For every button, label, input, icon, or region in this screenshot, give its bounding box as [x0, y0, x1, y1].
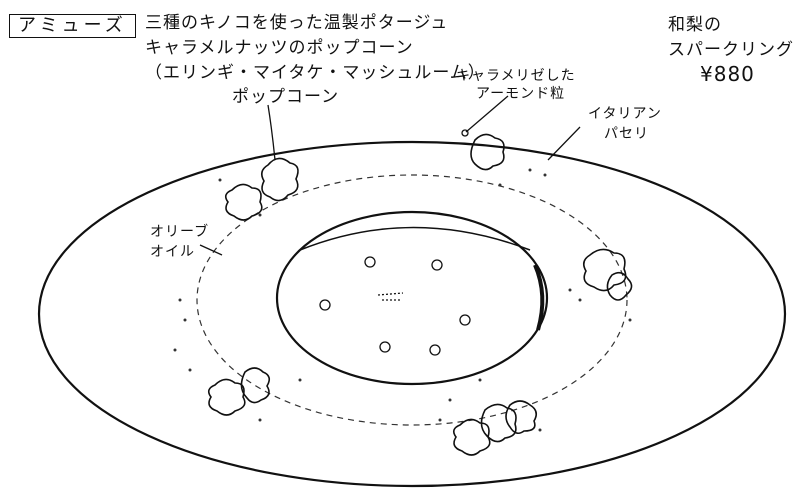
almond-label-line2: アーモンド粒	[476, 86, 566, 102]
bowl-inner-edge	[299, 226, 531, 251]
popcorn-clusters	[207, 133, 633, 456]
drink-name-line1: 和梨の	[668, 15, 722, 35]
dish-name-line1: 三種のキノコを使った温製ポタージュ	[145, 13, 449, 33]
popcorn-label: ポップコーン	[232, 87, 340, 107]
leader-lines	[199, 95, 581, 256]
olive-oil-label-line1: オリーブ	[150, 224, 210, 240]
olive-oil-ring	[196, 174, 628, 426]
parsley-label-line2: パセリ	[604, 126, 649, 142]
plate-rim	[37, 140, 787, 488]
parsley-label-line1: イタリアン	[588, 106, 662, 122]
course-label: アミューズ	[9, 14, 136, 38]
nut-crumbs	[173, 168, 632, 432]
dish-name-line2: キャラメルナッツのポップコーン	[145, 38, 414, 58]
soup-mushrooms	[319, 256, 471, 356]
almond-label-line1: キャラメリゼした	[456, 68, 576, 84]
olive-oil-label-line2: オイル	[150, 244, 195, 260]
drink-price: ¥880	[700, 62, 755, 86]
drink-name-line2: スパークリング	[668, 40, 794, 60]
dish-name-line3: （エリンギ・マイタケ・マッシュルーム）	[145, 63, 486, 83]
bowl-well	[275, 210, 549, 386]
